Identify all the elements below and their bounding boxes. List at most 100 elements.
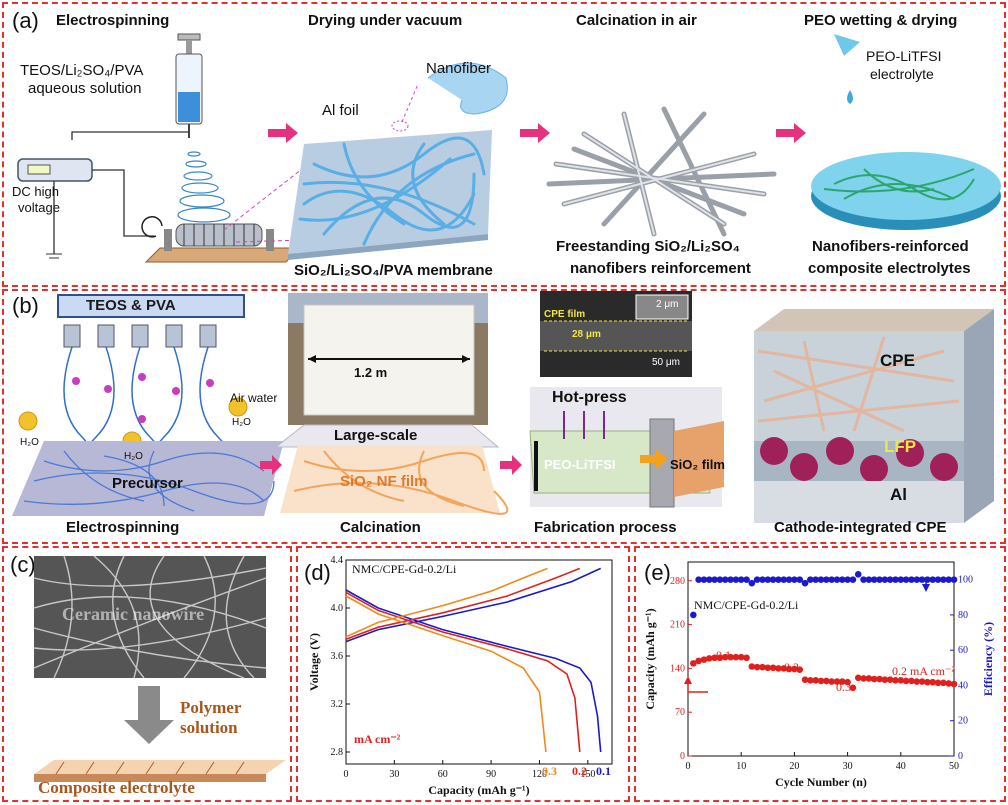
cpe-label: CPE [880, 351, 915, 370]
e-capacity-point [753, 663, 761, 671]
e-capacity-point [929, 678, 937, 686]
e-efficiency-point [838, 576, 846, 583]
e-capacity-point [695, 657, 702, 665]
e-capacity-point [732, 653, 740, 661]
e-y-tick-label: 210 [670, 620, 685, 631]
calcination-caption: Calcination [340, 519, 421, 536]
e-efficiency-point [945, 576, 952, 583]
e-capacity-point [823, 677, 830, 685]
e-capacity-point [924, 678, 931, 686]
e-rate-label-02-unit: 0.2 mA cm⁻² [892, 664, 955, 678]
e-capacity-point [775, 665, 782, 672]
composite-disc-icon [811, 152, 1001, 230]
calcined-network-icon [546, 106, 777, 237]
manifold-icon [57, 294, 245, 318]
d-x-tick-label: 60 [438, 769, 448, 780]
d-rate-label-03: 0.3 [542, 764, 557, 778]
electrospinning-caption: Electrospinning [66, 519, 180, 536]
e-y-axis-label: Capacity (mAh g⁻¹) [643, 608, 657, 709]
e-capacity-point [812, 676, 819, 684]
e-capacity-point [727, 653, 734, 661]
e-efficiency-point [748, 579, 756, 587]
e-capacity-point [881, 676, 889, 683]
e-y2-tick-label: 40 [958, 680, 968, 691]
lfp-label: LFP [884, 437, 917, 456]
press-direction-arrow-icon [640, 449, 668, 469]
arrow-a3-icon [776, 123, 806, 143]
e-y-tick-label: 280 [670, 576, 685, 587]
scale-2um-label: 2 μm [656, 299, 679, 310]
e-efficiency-point [870, 576, 878, 583]
d-x-tick-label: 30 [389, 769, 399, 780]
e-capacity-point [807, 676, 814, 684]
e-efficiency-point [780, 576, 788, 583]
e-efficiency-point [695, 576, 702, 583]
e-x-tick-label: 20 [789, 761, 799, 772]
step-title-electrospinning: Electrospinning [56, 12, 170, 29]
e-capacity-point [876, 675, 883, 683]
e-plot-frame [687, 561, 955, 757]
sio2-film-label: SiO₂ film [670, 457, 725, 472]
width-label: 1.2 m [354, 365, 388, 380]
nanofiber-icon [427, 62, 508, 115]
h2o-label-left: H₂O [20, 437, 39, 448]
e-capacity-point [934, 679, 942, 687]
e-efficiency-point [886, 576, 894, 583]
e-efficiency-point [908, 576, 915, 583]
polymer-label-2: solution [180, 718, 238, 737]
e-y-tick-label: 70 [675, 707, 685, 718]
large-scale-label: Large-scale [334, 427, 418, 444]
e-efficiency-point [844, 576, 851, 583]
e-capacity-point [711, 654, 718, 662]
e-efficiency-point [743, 576, 750, 583]
e-capacity-point [791, 665, 798, 673]
e-capacity-point [913, 678, 921, 685]
d-x-tick-label: 150 [580, 769, 595, 780]
e-capacity-point [828, 678, 835, 685]
e-y2-tick-label: 0 [958, 751, 963, 762]
h2o-label-center: H₂O [124, 451, 143, 462]
e-efficiency-point [940, 576, 947, 583]
e-efficiency-point [934, 576, 942, 583]
e-cell-label: NMC/CPE-Gd-0.2/Li [694, 598, 799, 612]
e-capacity-point [801, 676, 809, 683]
e-capacity-point [705, 655, 713, 662]
rotating-collector-icon [141, 216, 302, 263]
e-capacity-point [940, 679, 947, 687]
sem-nanowire-label: Ceramic nanowire [62, 604, 205, 624]
e-efficiency-point [828, 576, 835, 583]
e-y2-tick-label: 60 [958, 645, 968, 656]
e-capacity-point [764, 664, 772, 672]
composite-label: Composite electrolyte [38, 778, 195, 797]
e-capacity-point [902, 677, 910, 685]
e-efficiency-point [700, 576, 708, 583]
e-capacity-point [870, 675, 878, 683]
pipette-icon [834, 34, 860, 56]
precursor-label: Precursor [112, 475, 183, 492]
e-efficiency-point [785, 576, 793, 583]
e-efficiency-point [817, 576, 825, 583]
e-efficiency-point [732, 576, 740, 583]
d-x-tick-label: 120 [532, 769, 547, 780]
thickness-label: 28 μm [572, 329, 601, 340]
d-series-03-charge [345, 567, 548, 638]
e-x-tick-label: 50 [949, 761, 959, 772]
e-efficiency-point [902, 576, 910, 583]
d-cell-label: NMC/CPE-Gd-0.2/Li [352, 562, 457, 576]
step-title-calcination: Calcination in air [576, 12, 697, 29]
e-capacity-point [833, 678, 841, 685]
e-efficiency-point [876, 576, 883, 583]
electrolyte-label-1: PEO-LiTFSI [866, 48, 942, 64]
calc-caption-2: nanofibers reinforcement [570, 260, 751, 277]
e-rate-label-01: 0.1 [716, 648, 731, 662]
arrow-a1-icon [268, 123, 298, 143]
jet-spiral-icon [177, 151, 231, 223]
h2o-label-right: H₂O [232, 417, 251, 428]
e-efficiency-point [823, 576, 830, 583]
e-capacity-point [690, 660, 697, 667]
d-y-tick-label: 4.4 [331, 555, 344, 566]
e-rate-label-03: 0.3 [836, 680, 851, 694]
dc-label-1: DC high [12, 184, 59, 199]
d-x-tick-label: 90 [486, 769, 496, 780]
e-efficiency-point [796, 576, 804, 583]
